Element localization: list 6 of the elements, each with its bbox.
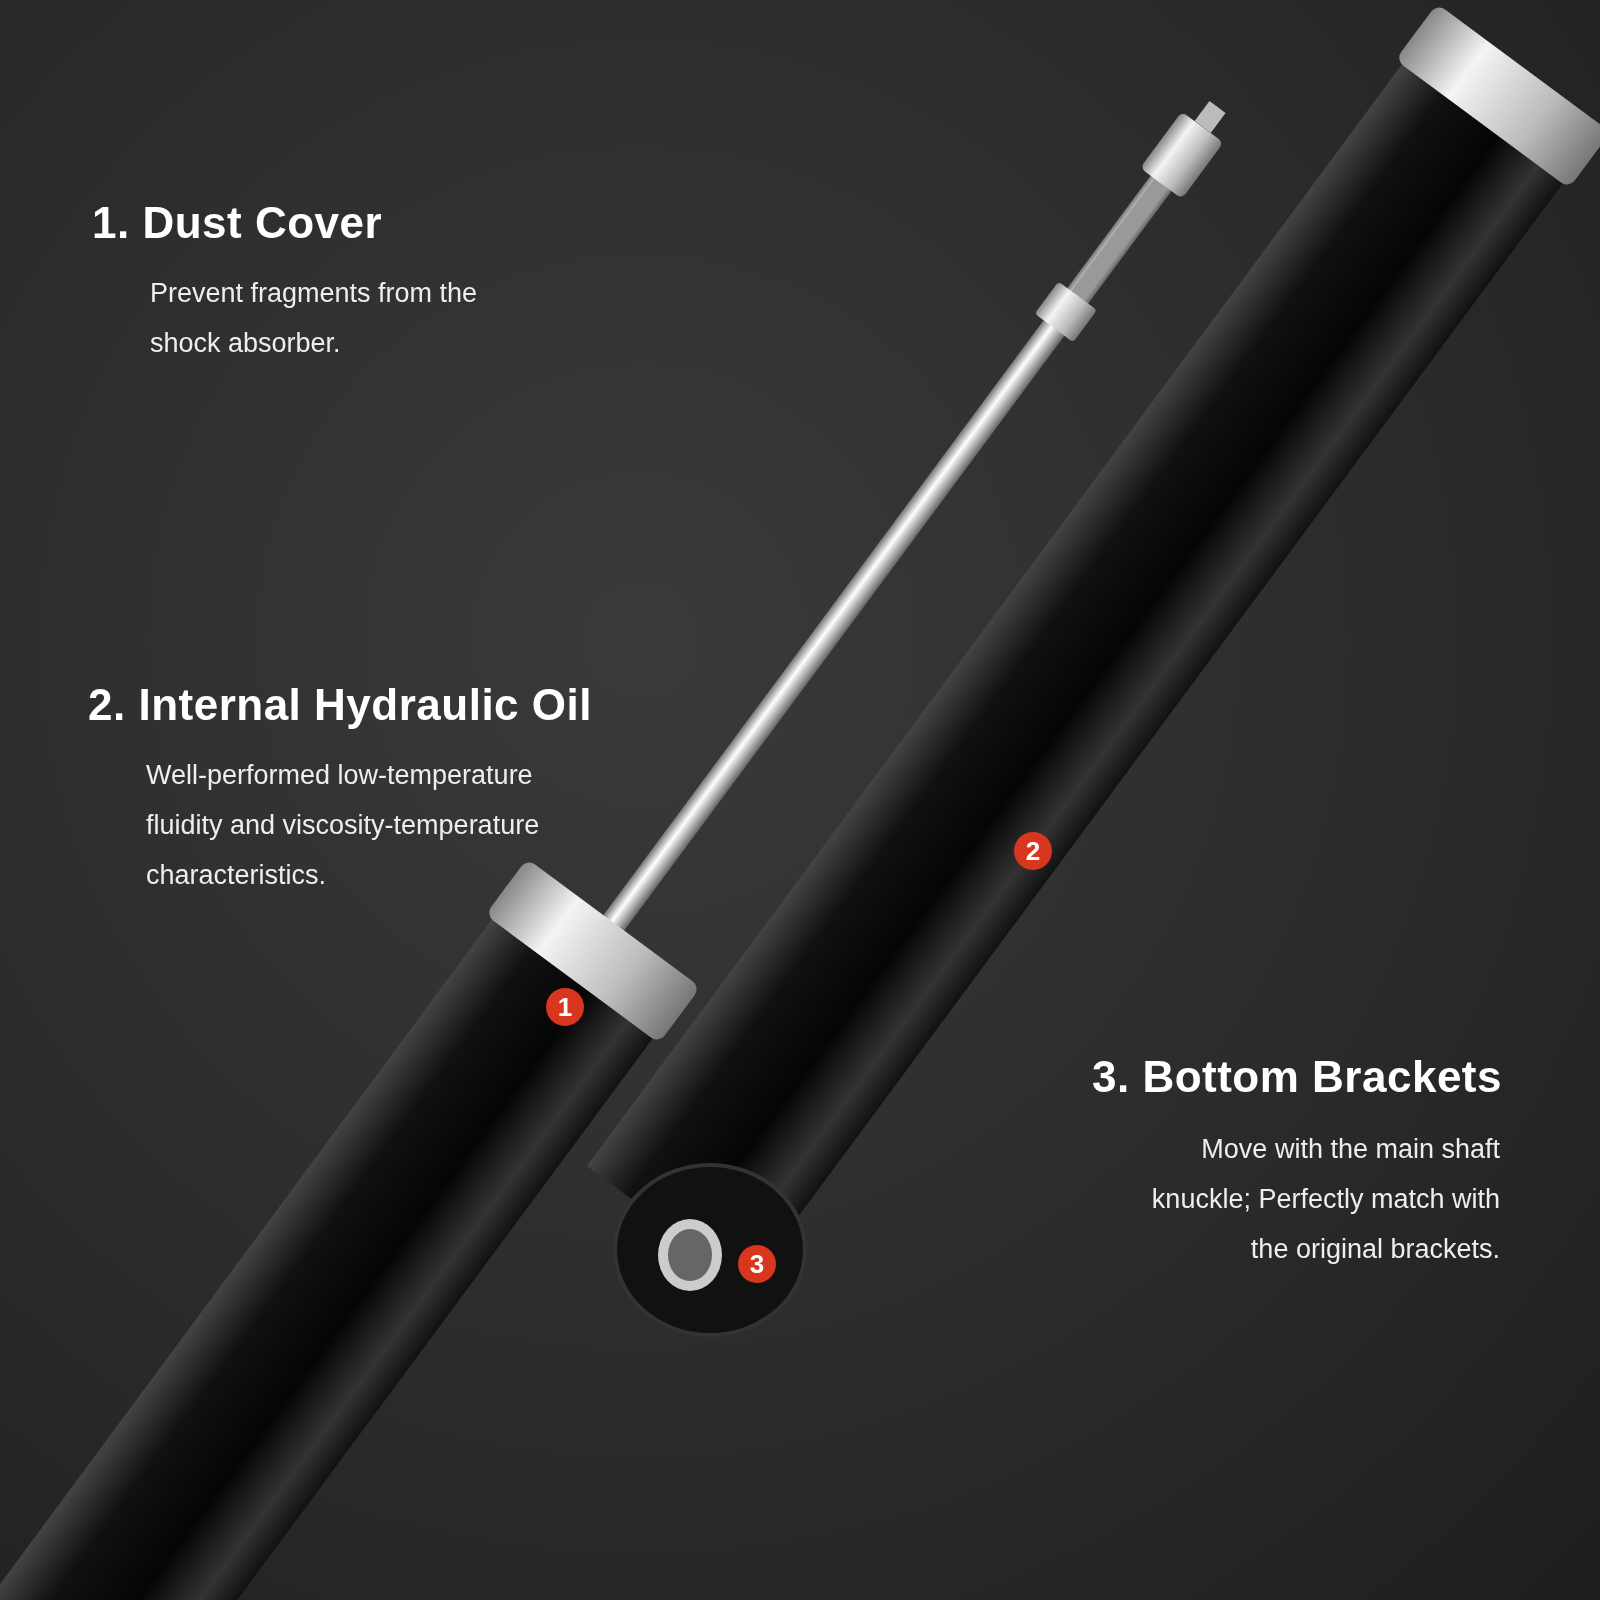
feature-description: Move with the main shaft knuckle; Perfectly match with the original brackets. bbox=[1150, 1133, 1500, 1266]
feature-description: Prevent fragments from the shock absorber. bbox=[150, 277, 479, 360]
feature-heading: 2. Internal Hydraulic Oil bbox=[88, 680, 592, 730]
feature-description: Well-performed low-temperature fluidity and viscosity-temperature characteristics. bbox=[146, 759, 541, 892]
feature-heading: 1. Dust Cover bbox=[92, 198, 383, 248]
feature-heading: 3. Bottom Brackets bbox=[1092, 1052, 1502, 1102]
